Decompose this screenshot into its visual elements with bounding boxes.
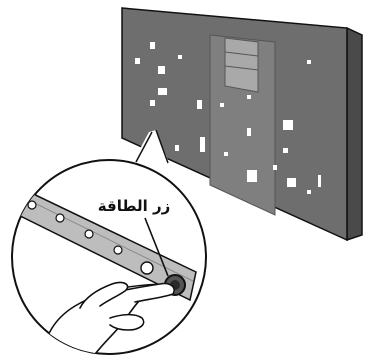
tv-vent-strip	[225, 38, 258, 92]
magnifier: زر الطاقة	[0, 160, 206, 361]
tv-side-face	[347, 28, 362, 240]
power-button-label: زر الطاقة	[98, 197, 170, 215]
